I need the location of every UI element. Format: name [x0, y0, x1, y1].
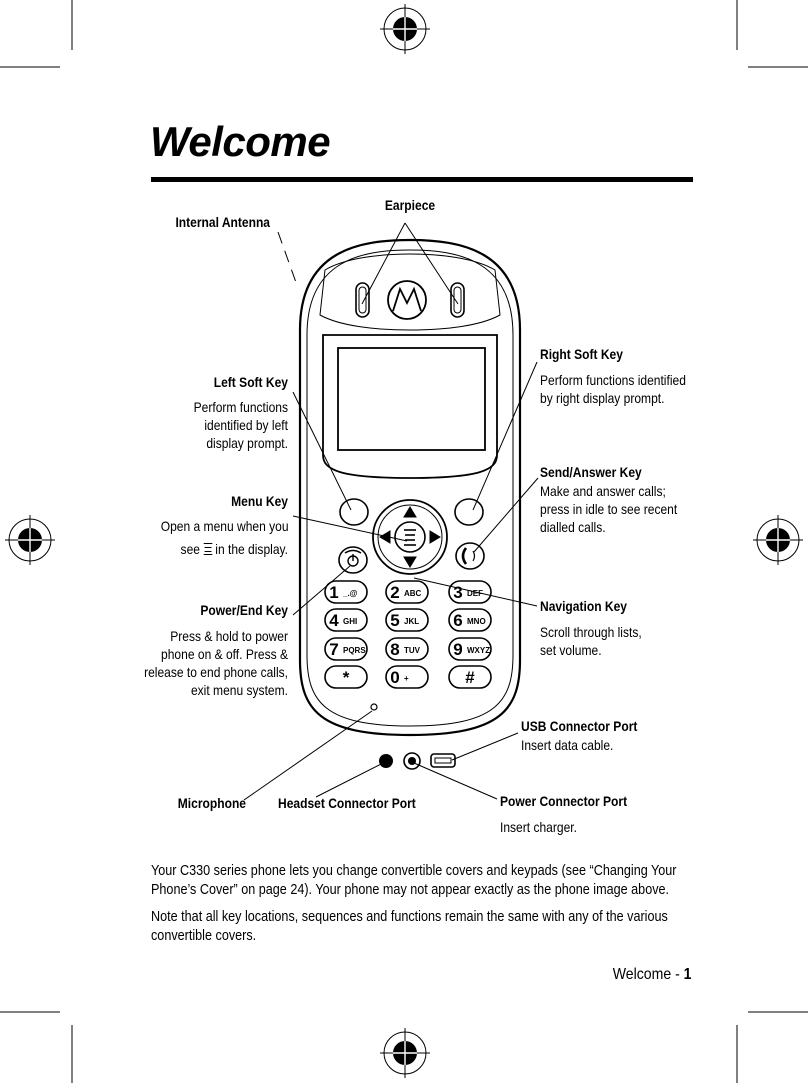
display-screen — [322, 334, 498, 479]
footer-paragraph: Your C330 series phone lets you change c… — [151, 863, 677, 898]
keypad-key[interactable]: 9 WXYZ — [448, 637, 492, 661]
key-digit: # — [465, 668, 475, 687]
menu-key-description-line1: Open a menu when you — [160, 518, 289, 534]
keypad-key[interactable]: 4 GHI — [324, 608, 368, 632]
usb-icon — [430, 753, 456, 768]
key-digit: 8 — [390, 640, 399, 659]
navigation-key[interactable] — [372, 499, 448, 575]
title-rule — [151, 177, 693, 182]
footer-paragraph: Note that all key locations, sequences a… — [151, 909, 668, 944]
power-connector-port-label: Power Connector Port — [500, 793, 628, 809]
registration-mark-icon — [753, 515, 803, 565]
page-title: Welcome — [150, 118, 331, 165]
power-end-key-description: Press & hold to power phone on & off. Pr… — [144, 628, 288, 698]
microphone-hole — [370, 703, 378, 711]
keypad-key[interactable]: 8 TUV — [385, 637, 429, 661]
microphone-label: Microphone — [177, 795, 246, 811]
registration-mark-icon — [380, 1028, 430, 1078]
key-letters: _.@ — [342, 589, 358, 598]
key-digit: 6 — [453, 611, 462, 630]
usb-connector-port-label: USB Connector Port — [521, 718, 638, 734]
registration-mark-icon — [5, 515, 55, 565]
menu-icon[interactable] — [394, 521, 426, 553]
page-footer: Welcome - 1 — [613, 966, 692, 984]
power-end-key-label: Power/End Key — [200, 602, 288, 618]
key-digit: 5 — [390, 611, 399, 630]
internal-antenna-label: Internal Antenna — [175, 214, 270, 230]
key-digit: * — [343, 668, 350, 687]
keypad-key[interactable]: 3 DEF — [448, 580, 492, 604]
motorola-logo-icon — [387, 280, 427, 320]
keypad-key[interactable]: 6 MNO — [448, 608, 492, 632]
left-soft-key-description: Perform functions identified by left dis… — [193, 399, 288, 451]
menu-key-description-line2: see in the display. — [161, 540, 288, 558]
headset-connector-port — [379, 754, 393, 768]
keypad-key[interactable]: * — [324, 665, 368, 689]
footer-text: Your C330 series phone lets you change c… — [151, 862, 690, 954]
send-call-icon[interactable] — [455, 542, 485, 570]
key-digit: 3 — [453, 583, 462, 602]
page-number: 1 — [684, 966, 692, 983]
earpiece-label: Earpiece — [384, 197, 436, 213]
key-digit: 1 — [329, 583, 338, 602]
registration-mark-icon — [380, 4, 430, 54]
keypad-key[interactable]: 1 _.@ — [324, 580, 368, 604]
key-letters: PQRS — [343, 646, 366, 655]
keypad-key[interactable]: 5 JKL — [385, 608, 429, 632]
key-letters: MNO — [467, 617, 486, 626]
navigation-key-description: Scroll through lists, set volume. — [540, 624, 642, 658]
right-soft-key-label: Right Soft Key — [540, 346, 623, 362]
key-digit: 9 — [453, 640, 462, 659]
key-digit: 0 — [390, 668, 399, 687]
key-letters: WXYZ — [467, 646, 490, 655]
power-connector-port-description: Insert charger. — [500, 819, 577, 835]
power-connector-port — [403, 752, 421, 770]
headset-connector-port-label: Headset Connector Port — [278, 795, 416, 811]
navigation-key-label: Navigation Key — [540, 598, 627, 614]
key-digit: 7 — [329, 640, 338, 659]
key-letters: ABC — [404, 589, 422, 598]
menu-icon — [203, 543, 212, 555]
phone-body — [298, 238, 522, 737]
key-digit: 2 — [390, 583, 399, 602]
send-answer-key-description: Make and answer calls; press in idle to … — [540, 483, 678, 535]
keypad: 1 _.@ 2 ABC 3 DEF 4 GHI 5 JKL 6 MNO 7 PQRS 8 TUV 9 WXYZ * 0… — [324, 580, 492, 689]
key-letters: TUV — [404, 646, 421, 655]
menu-key-see-text: see — [180, 541, 200, 557]
menu-key-label: Menu Key — [231, 493, 288, 509]
menu-key-after-text: in the display. — [215, 541, 288, 557]
right-soft-key[interactable] — [454, 498, 484, 526]
key-letters: DEF — [467, 589, 483, 598]
key-letters: + — [404, 674, 409, 683]
key-digit: 4 — [329, 611, 339, 630]
send-answer-key-label: Send/Answer Key — [540, 464, 642, 480]
keypad-key[interactable]: 0+ — [385, 665, 429, 689]
left-soft-key-label: Left Soft Key — [213, 374, 288, 390]
right-soft-key-description: Perform functions identified by right di… — [540, 372, 686, 406]
page-label: Welcome - — [613, 966, 685, 983]
left-soft-key[interactable] — [339, 498, 369, 526]
key-letters: GHI — [343, 617, 357, 626]
usb-connector-port-description: Insert data cable. — [521, 737, 614, 753]
keypad-key[interactable]: 7 PQRS — [324, 637, 368, 661]
keypad-key[interactable]: # — [448, 665, 492, 689]
key-letters: JKL — [404, 617, 419, 626]
keypad-key[interactable]: 2 ABC — [385, 580, 429, 604]
end-call-icon[interactable] — [338, 546, 368, 574]
callout-lines — [243, 222, 539, 801]
